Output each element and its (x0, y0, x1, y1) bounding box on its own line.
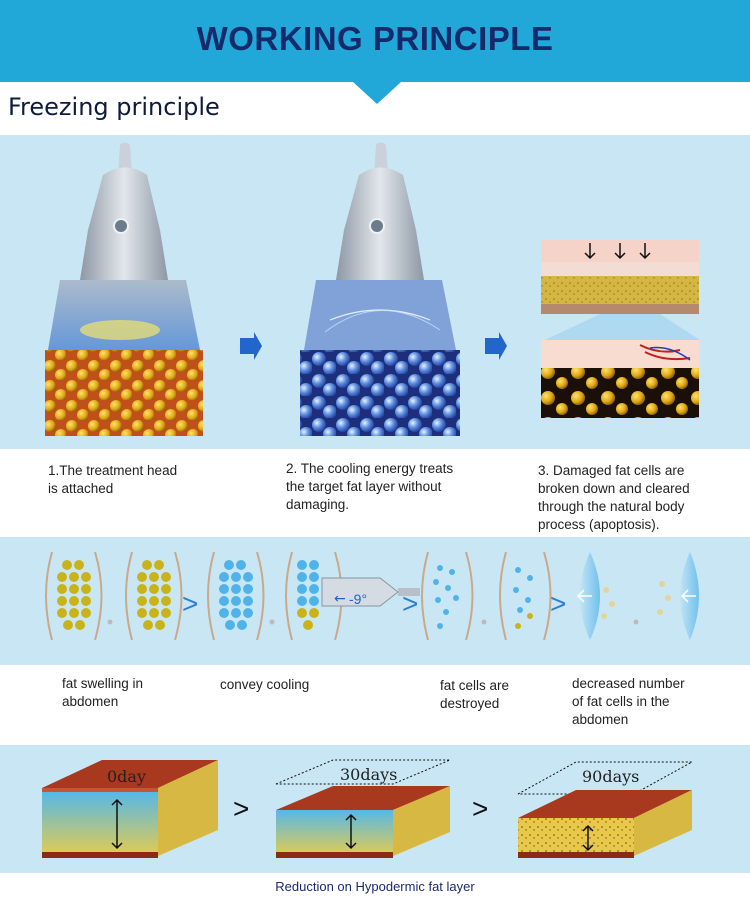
block-label-90days: 90days (582, 767, 639, 786)
treatment-head-device-2 (300, 142, 460, 436)
temperature-label: -9° (349, 591, 367, 607)
greater-than-icon: > (233, 793, 249, 824)
fat-layer-block-0day (42, 760, 218, 858)
caption-decreased-cells: decreased number of fat cells in the abd… (572, 676, 685, 727)
bottom-caption: Reduction on Hypodermic fat layer (275, 879, 475, 894)
step-caption-2: 2. The cooling energy treats the target … (286, 461, 454, 512)
header-banner: WORKING PRINCIPLE (0, 0, 750, 82)
treatment-head-device-1 (45, 142, 203, 436)
chevron-right-icon: > (550, 588, 566, 619)
step-caption-3: 3. Damaged fat cells are broken down and… (538, 463, 690, 532)
header-notch (353, 82, 401, 104)
destroyed-cells-illustration (421, 551, 552, 641)
caption-convey-cooling: convey cooling (220, 677, 310, 692)
fat-swelling-illustration (45, 551, 183, 641)
step-arrow-icon (240, 332, 262, 360)
block-label-0day: 0day (107, 767, 146, 786)
step-caption-1: 1.The treatment head is attached (48, 463, 178, 496)
decreased-cells-illustration (576, 552, 699, 640)
section-title: Freezing principle (8, 93, 220, 121)
damaged-fat-illustration (541, 240, 700, 418)
chevron-right-icon: > (182, 588, 198, 619)
chevron-right-icon: > (402, 588, 418, 619)
caption-fat-swelling: fat swelling in abdomen (62, 676, 144, 709)
page-title: WORKING PRINCIPLE (196, 20, 554, 57)
arrow-left-icon: ← (334, 591, 346, 607)
block-label-30days: 30days (340, 765, 397, 784)
step-arrow-icon (485, 332, 507, 360)
greater-than-icon: > (472, 793, 488, 824)
fat-layer-block-30days (275, 759, 451, 858)
convey-cooling-illustration (207, 551, 420, 641)
fat-layer-block-90days (517, 761, 693, 858)
caption-cells-destroyed: fat cells are destroyed (440, 678, 510, 711)
